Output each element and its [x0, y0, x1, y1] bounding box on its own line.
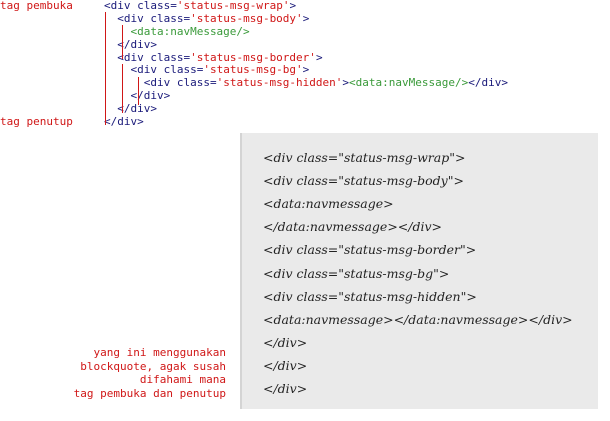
code-line-text: <div class='status-msg-border'> [117, 50, 323, 65]
code-line: tag penutup </div> [0, 115, 144, 129]
code-attr-value: 'status-msg-border' [190, 50, 316, 64]
code-tag-close: > [342, 76, 350, 90]
code-line: <div class='status-msg-body'> [0, 12, 309, 26]
code-data-tag: <data:navMessage/> [130, 24, 250, 38]
code-tag-end: </div> [117, 37, 157, 51]
blockquote-line: </div> [263, 381, 308, 396]
blockquote-line: <div class="status-msg-hidden"> [263, 288, 477, 304]
code-tag-open: <div class= [104, 0, 177, 12]
code-listing: tag pembuka<div class='status-msg-wrap'>… [0, 0, 508, 129]
nesting-guide [138, 77, 139, 105]
blockquote-line: <div class="status-msg-body"> [263, 173, 464, 189]
blockquote-line: <div class="status-msg-border"> [263, 242, 477, 258]
blockquote-box [240, 133, 598, 409]
code-line: <data:navMessage/> [0, 25, 249, 39]
code-line: </div> [0, 38, 157, 52]
code-line: <div class='status-msg-border'> [0, 51, 322, 65]
code-tag-end: </div> [104, 115, 144, 129]
code-attr-value: 'status-msg-wrap' [176, 0, 290, 12]
code-line-text: <data:navMessage/> [130, 24, 250, 39]
blockquote-line: </data:navmessage></div> [263, 219, 443, 235]
code-tag-open: <div class= [117, 50, 191, 64]
nesting-guide [122, 64, 123, 113]
nesting-guide [105, 12, 106, 125]
code-line-text: </div> [130, 89, 171, 103]
code-tag-open: <div class= [130, 63, 204, 77]
blockquote-line: </div> [263, 357, 308, 373]
code-line: </div> [0, 102, 157, 116]
code-attr-value: 'status-msg-body' [190, 11, 303, 25]
code-tag-close: > [289, 0, 297, 12]
code-line-text: </div> [104, 115, 144, 129]
code-line-label: tag pembuka [0, 0, 73, 12]
code-tag-end: </div> [468, 76, 509, 90]
blockquote-line: <div class="status-msg-bg"> [263, 265, 450, 281]
code-tag-end: </div> [130, 89, 171, 103]
blockquote-line: <data:navmessage> [263, 196, 394, 212]
code-line-label: tag penutup [0, 115, 73, 129]
code-line-text: </div> [117, 102, 157, 116]
code-tag-open: <div class= [117, 11, 191, 25]
code-attr-value: 'status-msg-bg' [203, 63, 303, 77]
code-line: <div class='status-msg-bg'> [0, 64, 309, 77]
code-line-text: </div> [117, 37, 157, 52]
code-tag-end: </div> [117, 102, 157, 116]
code-line: </div> [0, 89, 170, 103]
blockquote-line: </div> [263, 334, 308, 350]
code-line-text: <div class='status-msg-hidden'><data:nav… [143, 76, 509, 90]
nesting-guide [122, 25, 123, 59]
code-line-text: <div class='status-msg-bg'> [130, 64, 309, 77]
annotation-note: yang ini menggunakan blockquote, agak su… [73, 346, 226, 400]
code-line-text: <div class='status-msg-wrap'> [104, 0, 296, 13]
code-line: <div class='status-msg-hidden'><data:nav… [0, 76, 508, 90]
code-data-tag: <data:navMessage/> [349, 76, 469, 90]
blockquote-line: <div class="status-msg-wrap"> [263, 150, 466, 165]
code-tag-close: > [302, 63, 310, 77]
code-tag-close: > [302, 11, 310, 25]
blockquote-line: <data:navmessage></data:navmessage></div… [263, 311, 573, 327]
code-attr-value: 'status-msg-hidden' [216, 76, 343, 90]
code-line: tag pembuka <div class='status-msg-wrap'> [0, 0, 296, 13]
code-tag-close: > [315, 50, 323, 64]
code-tag-open: <div class= [143, 76, 217, 90]
code-line-text: <div class='status-msg-body'> [117, 11, 310, 26]
